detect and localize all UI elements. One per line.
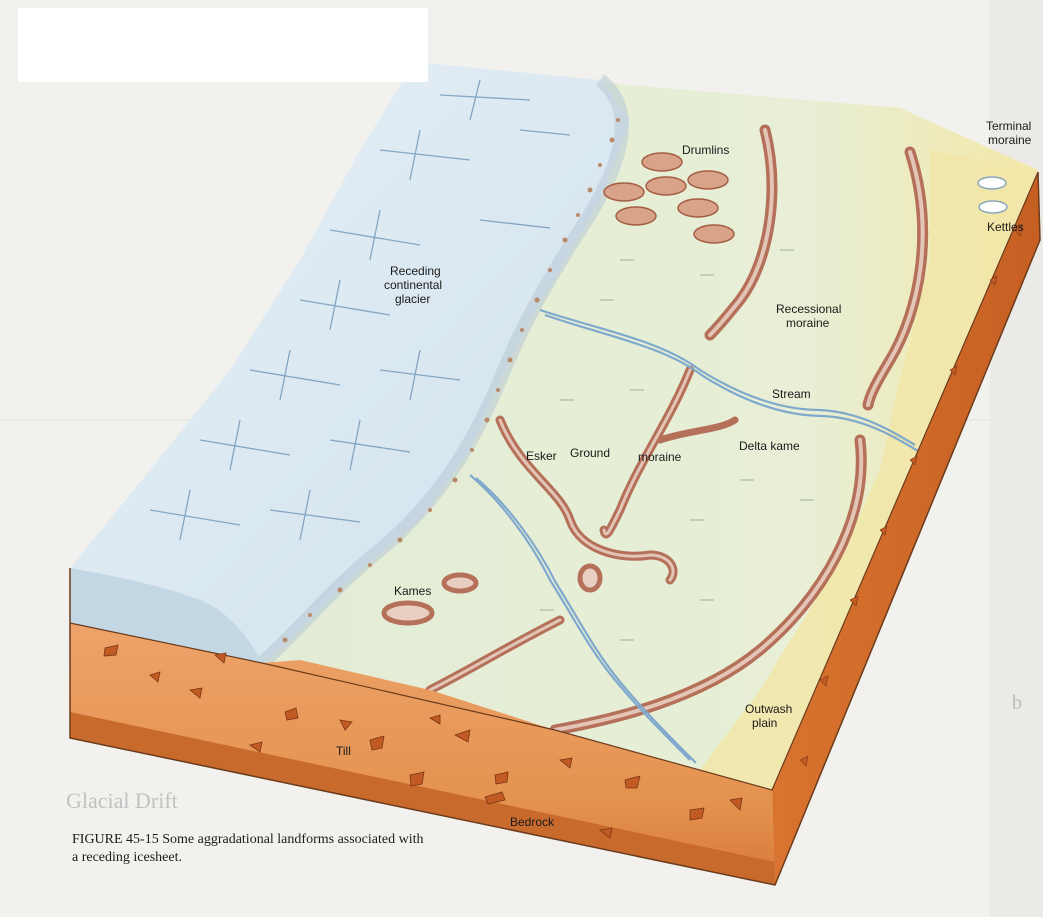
bleed-heading: Glacial Drift (66, 788, 178, 814)
label-recessional-moraine-2: moraine (786, 316, 829, 330)
label-recessional-moraine-1: Recessional (776, 302, 841, 316)
label-moraine: moraine (638, 450, 681, 464)
label-delta-kame: Delta kame (739, 439, 800, 453)
label-kames: Kames (394, 584, 431, 598)
label-outwash-plain-2: plain (752, 716, 777, 730)
label-receding-glacier-3: glacier (395, 292, 430, 306)
label-receding-glacier-2: continental (384, 278, 442, 292)
label-ground: Ground (570, 446, 610, 460)
label-esker: Esker (526, 449, 557, 463)
bleed-side-letter: b (1012, 692, 1022, 715)
label-bedrock: Bedrock (510, 815, 554, 829)
label-till: Till (336, 744, 351, 758)
label-stream: Stream (772, 387, 811, 401)
label-terminal-moraine-2: moraine (988, 133, 1031, 147)
label-drumlins: Drumlins (682, 143, 729, 157)
label-outwash-plain-1: Outwash (745, 702, 792, 716)
redaction-box (18, 8, 428, 82)
label-kettles: Kettles (987, 220, 1024, 234)
figure-caption: FIGURE 45-15 Some aggradational landform… (72, 831, 423, 867)
label-receding-glacier-1: Receding (390, 264, 441, 278)
label-terminal-moraine-1: Terminal (986, 119, 1031, 133)
caption-line-1: FIGURE 45-15 Some aggradational landform… (72, 831, 423, 849)
caption-line-2: a receding icesheet. (72, 849, 423, 867)
